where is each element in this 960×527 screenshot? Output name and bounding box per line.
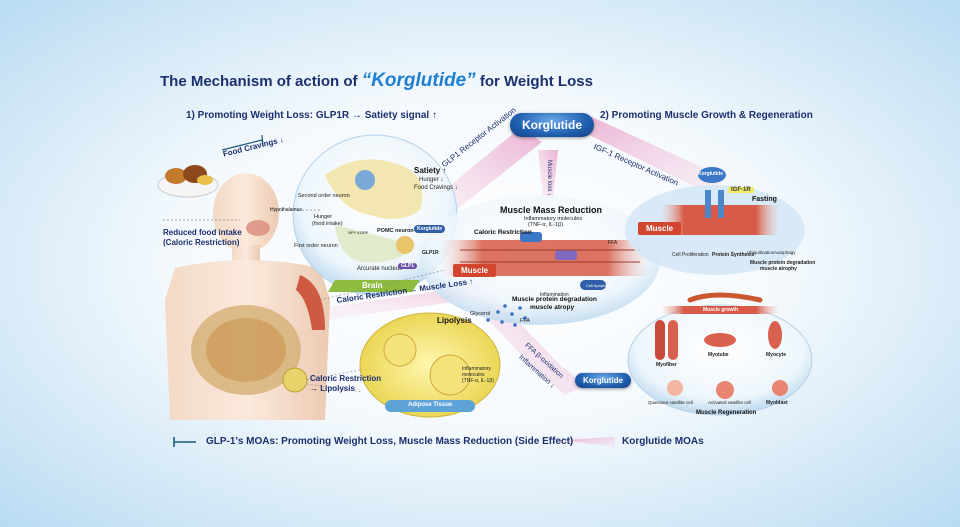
title-prefix: The Mechanism of action of: [160, 73, 362, 90]
adipose-inflam-sub: molecules: [462, 372, 485, 378]
legend-korglutide-label: Korglutide MOAs: [622, 436, 704, 447]
section2-heading: 2) Promoting Muscle Growth & Regeneratio…: [600, 110, 813, 121]
legend-glp1-label: GLP-1's MOAs: Promoting Weight Loss, Mus…: [206, 436, 574, 447]
caloric-center-label: Caloric Restriction: [474, 229, 532, 236]
myofiber-label: Myofiber: [656, 362, 677, 368]
muscle-right-tag: Muscle: [638, 222, 682, 235]
caloric-lipolysis-sub: → Lipolysis: [310, 384, 355, 393]
korglutide-right-badge: Korglutide: [698, 171, 723, 177]
brain-tag: Brain: [362, 281, 383, 290]
hunger-down-label: Hunger ↓: [419, 177, 444, 183]
korglutide-brain-badge: Korglutide: [414, 225, 445, 233]
second-neuron-label: Second order neuron: [298, 193, 350, 199]
cell-apoptosis-label: Cell Apoptosis: [586, 283, 612, 288]
cell-prolif-label: Cell Proliferation: [672, 252, 709, 258]
arcurate-label: Arcurate nucleus: [357, 266, 403, 272]
ffa-adipose-label: FFA: [520, 318, 531, 324]
lipolysis-label: Lipolysis: [437, 316, 472, 325]
igf1r-label: IGF-1R: [728, 187, 754, 193]
fasting-label: Fasting: [752, 196, 777, 203]
myotube-label: Myotube: [708, 352, 729, 358]
pomc-label: POMC neuron: [377, 228, 414, 234]
myocyte-label: Myocyte: [766, 352, 787, 358]
inflammation-center-label: Inflammation: [540, 292, 569, 298]
regeneration-label: Muscle Regeneration: [696, 410, 757, 416]
muscle-center-tag: Muscle: [453, 264, 497, 277]
degradation-center-sub: muscle atropy: [530, 304, 575, 311]
title-suffix: for Weight Loss: [475, 73, 593, 90]
ffa-center-label: FFA: [608, 240, 618, 246]
satiety-label: Satiety ↑: [414, 166, 447, 175]
inflam-molecules-sub: (TNF-α, IL-1β): [528, 222, 564, 228]
first-neuron-label: First order neuron: [294, 243, 338, 249]
food-cravings-brain-label: Food Cravings ↓: [414, 185, 458, 191]
glp1-badge: GLP1: [398, 263, 418, 269]
arrow-muscle-loss-label: Muscle loss ↓: [546, 160, 552, 197]
degradation-right-label: Muscle protein degradation: [750, 260, 816, 266]
quiescent-label: Quiescent satellite cell: [648, 400, 693, 405]
protein-synth-label: Protein Synthesis: [712, 252, 755, 258]
muscle-growth-label: Muscle growth: [703, 307, 739, 313]
reduced-intake-label: Reduced food intake: [163, 228, 242, 237]
hunger-label: Hunger: [314, 214, 333, 220]
korglutide-center-pill: Korglutide: [510, 113, 594, 137]
korglutide-adipose-pill: Korglutide: [575, 373, 631, 388]
glycerol-label: Glycerol: [470, 311, 491, 317]
adipose-inflam-sub2: (TNF-α, IL-1β): [462, 378, 494, 384]
adipose-inflam-label: Inflammatory: [462, 366, 491, 372]
degradation-center-label: Muscle protein degradation: [512, 296, 597, 303]
inflam-molecules-label: Inflammatory molecules: [524, 216, 583, 222]
title-highlight: “Korglutide”: [361, 70, 476, 91]
caloric-lipolysis-label: Caloric Restriction: [310, 374, 382, 383]
activated-label: Activated satellite cell: [708, 400, 752, 405]
hypothalamus-label: Hypothalamus: [270, 207, 302, 213]
adipose-tissue-label: Adipose Tissue: [408, 402, 453, 408]
myoblast-label: Myoblast: [766, 400, 788, 406]
ubiquitination-label: Ubiquitination: [747, 250, 775, 255]
muscle-mass-reduction-title: Muscle Mass Reduction: [500, 205, 603, 215]
autophagy-label: Autophagy: [774, 250, 796, 255]
section1-heading: 1) Promoting Weight Loss: GLP1R → Satiet…: [186, 110, 437, 121]
hunger-sub-label: (food intake): [312, 221, 343, 227]
page-title: The Mechanism of action of “Korglutide” …: [160, 70, 593, 92]
glp1r-label: GLP1R: [422, 250, 439, 256]
reduced-intake-sub: (Caloric Restriction): [163, 238, 240, 247]
degradation-right-sub: muscle atrophy: [760, 266, 797, 272]
npy-label: NPY AGRP: [348, 230, 369, 235]
